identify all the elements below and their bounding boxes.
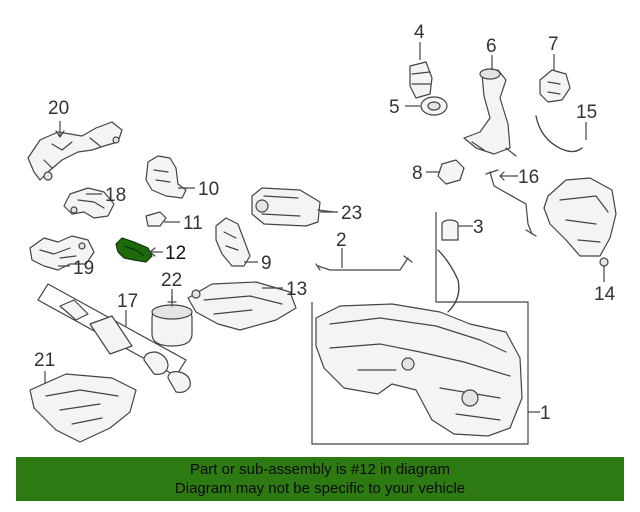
part-2-fuel-line xyxy=(315,255,413,271)
part-6-filler-neck xyxy=(463,68,517,157)
callout-21: 21 xyxy=(34,350,55,371)
callout-16: 15 xyxy=(576,102,597,123)
part-1-fuel-tank xyxy=(311,212,529,445)
part-11-clip xyxy=(145,211,167,227)
part-5-ring xyxy=(420,96,448,116)
callout-14: 14 xyxy=(594,284,616,305)
callout-3: 3 xyxy=(473,217,484,238)
banner-line-2: Diagram may not be specific to your vehi… xyxy=(174,480,466,497)
part-19-bracket xyxy=(29,235,95,271)
part-13-heat-shield xyxy=(187,281,297,331)
part-8-cap xyxy=(437,159,465,185)
part-12-highlighted[interactable] xyxy=(115,237,153,263)
part-3-neck-stub xyxy=(441,219,459,241)
part-15-strap xyxy=(485,169,537,237)
callout-1: 1 xyxy=(540,403,551,424)
part-7-sender xyxy=(539,69,571,103)
callout-18: 18 xyxy=(105,185,126,206)
part-22-fuel-filter xyxy=(151,295,193,347)
callout-9: 9 xyxy=(261,253,272,274)
callout-8: 8 xyxy=(412,163,423,184)
part-21-skid-plate xyxy=(29,373,137,443)
banner-line-1: Part or sub-assembly is #12 in diagram xyxy=(189,461,451,478)
callout-4: 4 xyxy=(414,22,425,43)
callout-11: 11 xyxy=(183,213,203,234)
callout-12[interactable]: 12 xyxy=(165,243,186,264)
part-23-canister xyxy=(251,187,335,227)
callout-23: 23 xyxy=(341,203,362,224)
part-14-tank-section xyxy=(543,177,617,267)
part-9-bracket xyxy=(215,217,251,267)
callout-6: 6 xyxy=(486,36,497,57)
status-banner: Part or sub-assembly is #12 in diagram D… xyxy=(16,457,624,501)
callout-19: 19 xyxy=(73,258,94,279)
callout-15: 16 xyxy=(518,167,539,188)
callout-13: 13 xyxy=(286,279,307,300)
callout-5: 5 xyxy=(389,97,400,118)
part-16-hose xyxy=(535,115,583,153)
exploded-parts-diagram: 20 18 19 12 10 11 9 xyxy=(27,22,617,445)
part-18-bracket xyxy=(63,187,115,219)
part-10-bracket xyxy=(145,155,187,199)
callout-10: 10 xyxy=(198,179,219,200)
callout-20: 20 xyxy=(48,98,69,119)
part-17-pump-kit xyxy=(37,283,191,393)
callout-17: 17 xyxy=(117,291,138,312)
callout-22: 22 xyxy=(161,270,182,291)
callout-2: 2 xyxy=(336,230,347,251)
part-4-grommet xyxy=(409,61,433,99)
callout-7: 7 xyxy=(548,34,559,55)
part-20-bracket xyxy=(27,121,123,181)
